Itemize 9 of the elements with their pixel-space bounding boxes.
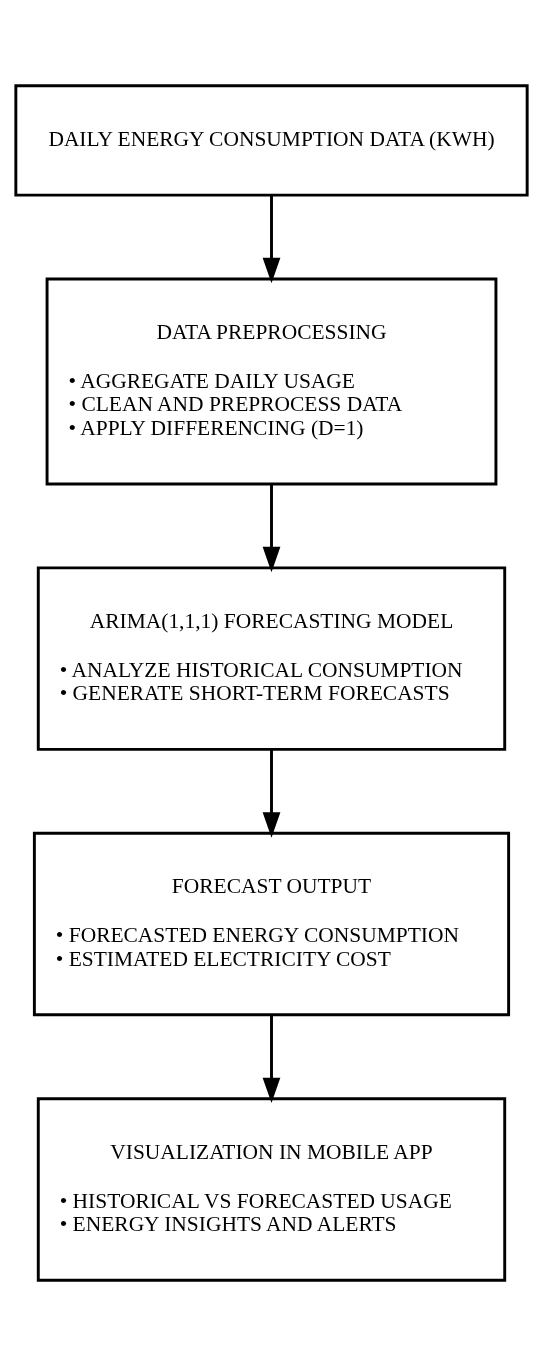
node-box: DATA PREPROCESSING • AGGREGATE DAILY USAGE • CLEAN AND PREPROCESS DATA • APPLY DIFFERENCING (D=1) — [45, 277, 498, 485]
arrow — [262, 1014, 281, 1103]
arrow — [262, 483, 281, 572]
node-box: FORECAST OUTPUT • FORECASTED ENERGY CONSUMPTION • ESTIMATED ELECTRICITY COST — [32, 831, 511, 1016]
node-box: DAILY ENERGY CONSUMPTION DATA (KWH) — [14, 83, 529, 197]
node-box: VISUALIZATION IN MOBILE APP • HISTORICAL VS FORECASTED USAGE • ENERGY INSIGHTS AND ALERTS — [36, 1096, 507, 1282]
arrow — [262, 195, 281, 283]
arrow — [262, 749, 281, 838]
node-box: ARIMA(1,1,1) FORECASTING MODEL • ANALYZE HISTORICAL CONSUMPTION • GENERATE SHORT-TERM FORECASTS — [36, 565, 507, 751]
